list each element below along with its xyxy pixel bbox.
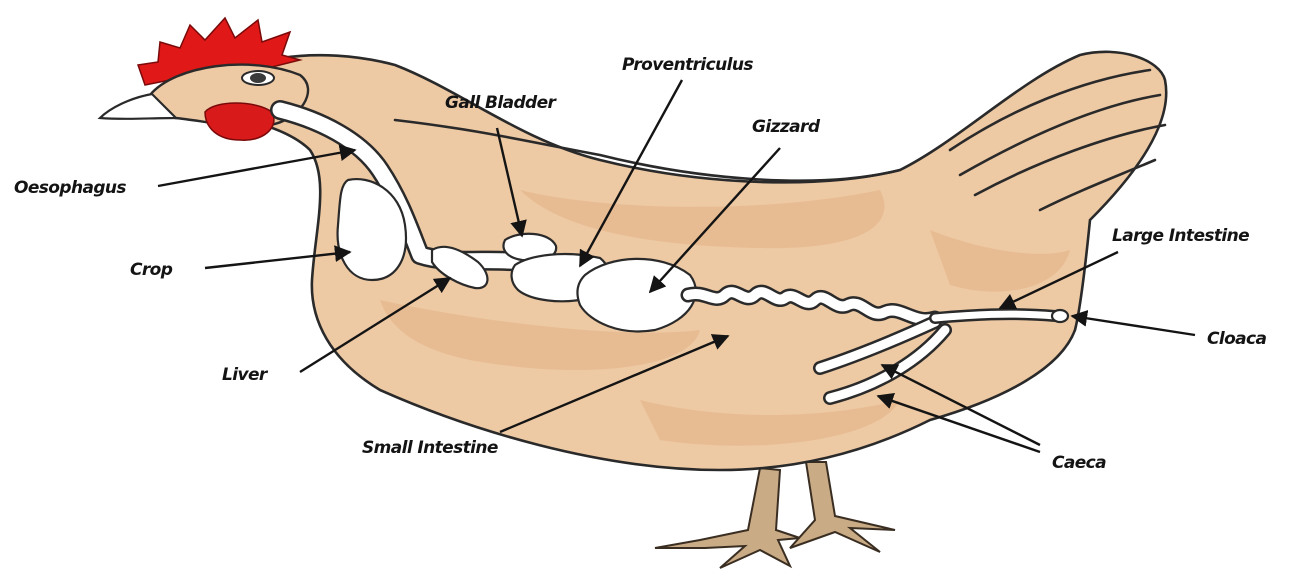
chicken-head	[100, 18, 308, 140]
label-gall-bladder: Gall Bladder	[445, 93, 558, 113]
cloaca	[1052, 310, 1068, 322]
label-gizzard: Gizzard	[752, 117, 821, 137]
label-proventriculus: Proventriculus	[622, 55, 753, 75]
label-cloaca: Cloaca	[1207, 329, 1267, 349]
right-foot	[790, 462, 895, 552]
leader-cloaca	[1072, 316, 1195, 335]
label-small-intestine: Small Intestine	[362, 438, 498, 458]
label-liver: Liver	[222, 365, 269, 385]
large-intestine	[935, 314, 1055, 318]
chicken-feet	[655, 462, 895, 568]
wattle	[205, 103, 274, 140]
label-crop: Crop	[130, 260, 173, 280]
pupil	[250, 73, 266, 83]
left-foot	[655, 468, 800, 568]
label-large-intestine: Large Intestine	[1112, 226, 1249, 246]
label-caeca: Caeca	[1052, 453, 1106, 473]
gizzard	[578, 259, 696, 332]
label-oesophagus: Oesophagus	[14, 178, 126, 198]
